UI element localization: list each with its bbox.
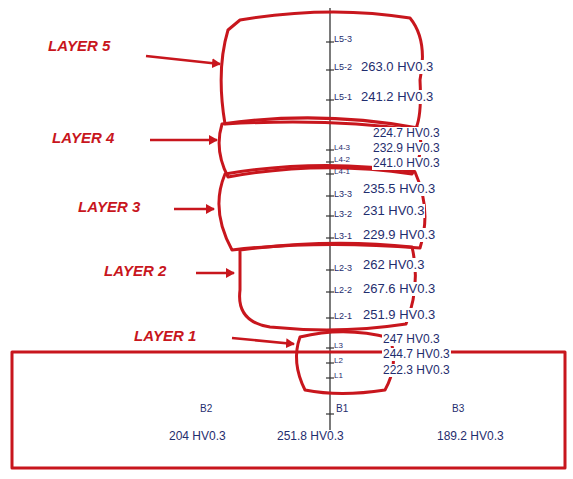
weld-layer-2: L2-3262 HV0.3L2-2267.6 HV0.3L2-1251.9 HV…: [230, 230, 426, 340]
hardness-value: 229.9 HV0.3: [362, 228, 436, 242]
hardness-value: 241.2 HV0.3: [360, 90, 434, 104]
indent-point-label: B1: [336, 403, 348, 414]
hardness-value: 251.9 HV0.3: [362, 308, 436, 322]
indent-point-label: L5-1: [334, 93, 352, 103]
indent-point-label: L3-1: [334, 232, 352, 242]
hardness-value: 241.0 HV0.3: [372, 157, 441, 170]
hardness-value: 232.9 HV0.3: [372, 142, 441, 155]
indent-point-label: L4-3: [334, 144, 350, 153]
indent-point-label: L3-2: [334, 210, 352, 220]
hardness-value: 224.7 HV0.3: [372, 127, 441, 140]
outline-path: [296, 332, 393, 394]
indent-point-label: L2-3: [334, 264, 352, 274]
indent-point-label: L4-1: [334, 168, 350, 177]
hardness-value: 263.0 HV0.3: [360, 60, 434, 74]
hardness-value: 204 HV0.3: [168, 430, 227, 443]
layer-label: LAYER 5: [48, 38, 110, 55]
hardness-value: 231 HV0.3: [362, 204, 425, 218]
indent-point-label: L2: [334, 357, 343, 366]
indent-point-label: B3: [452, 403, 464, 414]
indent-point-label: L5-3: [334, 35, 352, 45]
hardness-value: 247 HV0.3: [382, 333, 441, 346]
hardness-value: 251.8 HV0.3: [276, 430, 345, 443]
indent-ticks: [326, 42, 334, 414]
hardness-value: 222.3 HV0.3: [382, 364, 451, 377]
indent-point-label: L3-3: [334, 190, 352, 200]
outline-path: [12, 352, 565, 468]
indent-point-label: L3: [334, 342, 343, 351]
layer-label: LAYER 2: [104, 263, 166, 280]
layer-label: LAYER 3: [78, 199, 140, 216]
weld-layer-1: L3247 HV0.3L2244.7 HV0.3L1222.3 HV0.3: [286, 320, 404, 400]
layer-label: LAYER 1: [134, 328, 196, 345]
hardness-value: 244.7 HV0.3: [382, 348, 451, 361]
indent-point-label: L4-2: [334, 156, 350, 165]
layer-outline: [8, 348, 568, 472]
layer-label: LAYER 4: [52, 130, 114, 147]
center-line: [329, 8, 330, 440]
weld-layer-4: L4-3224.7 HV0.3L4-2232.9 HV0.3L4-1241.0 …: [210, 105, 432, 185]
hardness-value: 235.5 HV0.3: [362, 182, 436, 196]
indent-point-label: B2: [200, 403, 212, 414]
hardness-value: 267.6 HV0.3: [362, 282, 436, 296]
hardness-value: 189.2 HV0.3: [436, 430, 505, 443]
indent-point-label: L2-2: [334, 286, 352, 296]
base-plate: B2 204 HV0.3 B1 251.8 HV0.3 B3 189.2 HV0.3: [8, 348, 568, 472]
indent-point-label: L1: [334, 372, 343, 381]
indent-point-label: L5-2: [334, 63, 352, 73]
indent-point-label: L2-1: [334, 312, 352, 322]
hardness-value: 262 HV0.3: [362, 258, 425, 272]
